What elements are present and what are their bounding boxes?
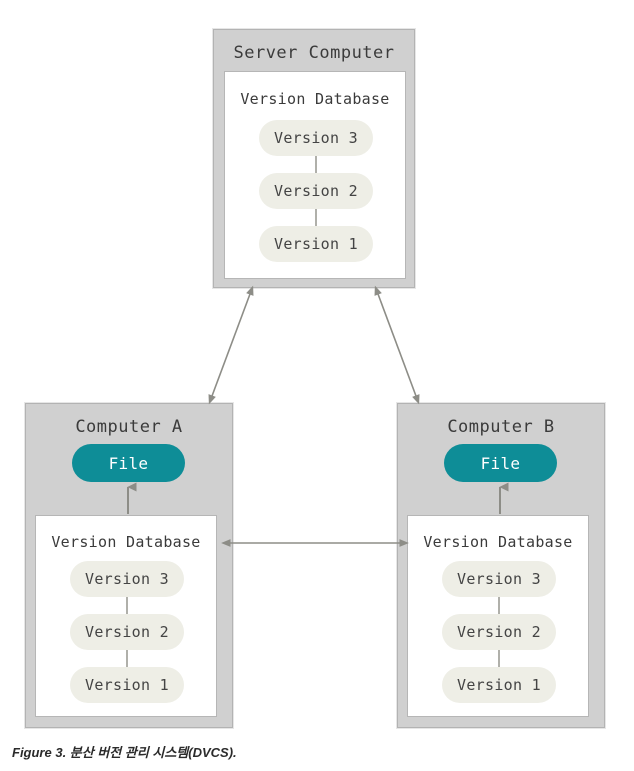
computer-b-version-connector-2-1 <box>498 650 500 667</box>
computer-b-version-pill-3: Version 3 <box>442 561 556 597</box>
computer-b-file-label: File <box>480 453 521 473</box>
computer-a-version-pill-1: Version 1 <box>70 667 184 703</box>
server-version-pill-1: Version 1 <box>259 226 373 262</box>
arrow-server-to-computer-b <box>374 285 420 405</box>
server-computer-box: Server Computer Version Database Version… <box>213 29 415 288</box>
computer-a-version-label-3: Version 3 <box>85 570 169 588</box>
server-version-database-panel: Version Database Version 3 Version 2 Ver… <box>224 71 406 279</box>
computer-b-version-connector-3-2 <box>498 597 500 614</box>
server-version-label-1: Version 1 <box>274 235 358 253</box>
computer-b-version-pill-2: Version 2 <box>442 614 556 650</box>
computer-b-version-label-1: Version 1 <box>457 676 541 694</box>
computer-a-version-database-panel: Version Database Version 3 Version 2 Ver… <box>35 515 217 717</box>
computer-a-version-label-2: Version 2 <box>85 623 169 641</box>
server-version-connector-2-1 <box>315 209 317 226</box>
server-version-label-3: Version 3 <box>274 129 358 147</box>
computer-a-file-label: File <box>108 453 149 473</box>
computer-a-version-database-title: Version Database <box>51 533 201 551</box>
computer-b-version-label-3: Version 3 <box>457 570 541 588</box>
computer-b-title: Computer B <box>447 417 555 437</box>
computer-a-file-pill: File <box>72 444 185 482</box>
server-version-connector-3-2 <box>315 156 317 173</box>
server-version-label-2: Version 2 <box>274 182 358 200</box>
computer-a-version-pill-2: Version 2 <box>70 614 184 650</box>
server-version-database-title: Version Database <box>240 90 390 108</box>
computer-a-title: Computer A <box>75 417 183 437</box>
server-version-pill-3: Version 3 <box>259 120 373 156</box>
arrow-server-to-computer-a <box>208 285 254 405</box>
computer-a-version-connector-2-1 <box>126 650 128 667</box>
computer-b-file-pill: File <box>444 444 557 482</box>
computer-b-box: Computer B File Version Database Version… <box>397 403 605 728</box>
computer-a-version-connector-3-2 <box>126 597 128 614</box>
computer-a-version-label-1: Version 1 <box>85 676 169 694</box>
computer-b-version-label-2: Version 2 <box>457 623 541 641</box>
computer-a-version-pill-3: Version 3 <box>70 561 184 597</box>
server-version-pill-2: Version 2 <box>259 173 373 209</box>
computer-b-version-database-title: Version Database <box>423 533 573 551</box>
computer-a-box: Computer A File Version Database Version… <box>25 403 233 728</box>
server-computer-title: Server Computer <box>233 43 395 63</box>
figure-caption: Figure 3. 분산 버전 관리 시스템(DVCS). <box>12 745 237 760</box>
computer-b-version-database-panel: Version Database Version 3 Version 2 Ver… <box>407 515 589 717</box>
computer-b-version-pill-1: Version 1 <box>442 667 556 703</box>
